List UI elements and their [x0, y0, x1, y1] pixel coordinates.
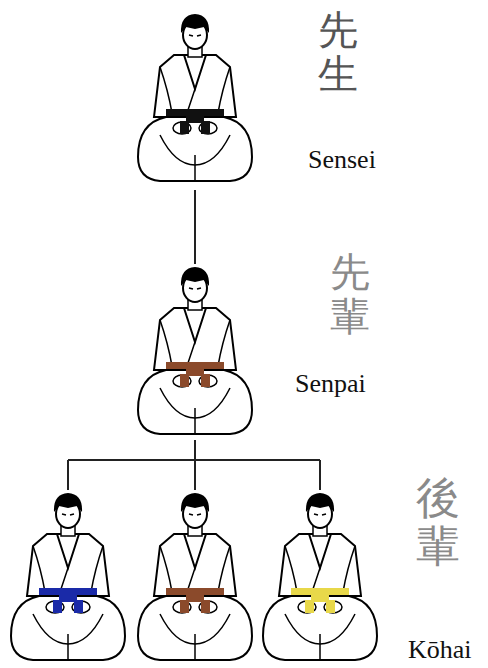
rank-name: Sensei — [308, 146, 376, 175]
hierarchy-line — [68, 440, 320, 490]
rank-name: Senpai — [295, 370, 366, 399]
kanji-title: 後輩 — [416, 474, 460, 571]
rank-name: Kōhai — [408, 636, 472, 665]
rank-figure: 先輩Senpai — [130, 264, 260, 440]
rank-figure: 後輩Kōhai — [3, 490, 385, 665]
kanji-title: 先生 — [318, 8, 358, 96]
kanji-title: 先輩 — [330, 250, 370, 338]
hierarchy-line — [194, 190, 196, 264]
rank-figure: 先生Sensei — [130, 10, 260, 190]
